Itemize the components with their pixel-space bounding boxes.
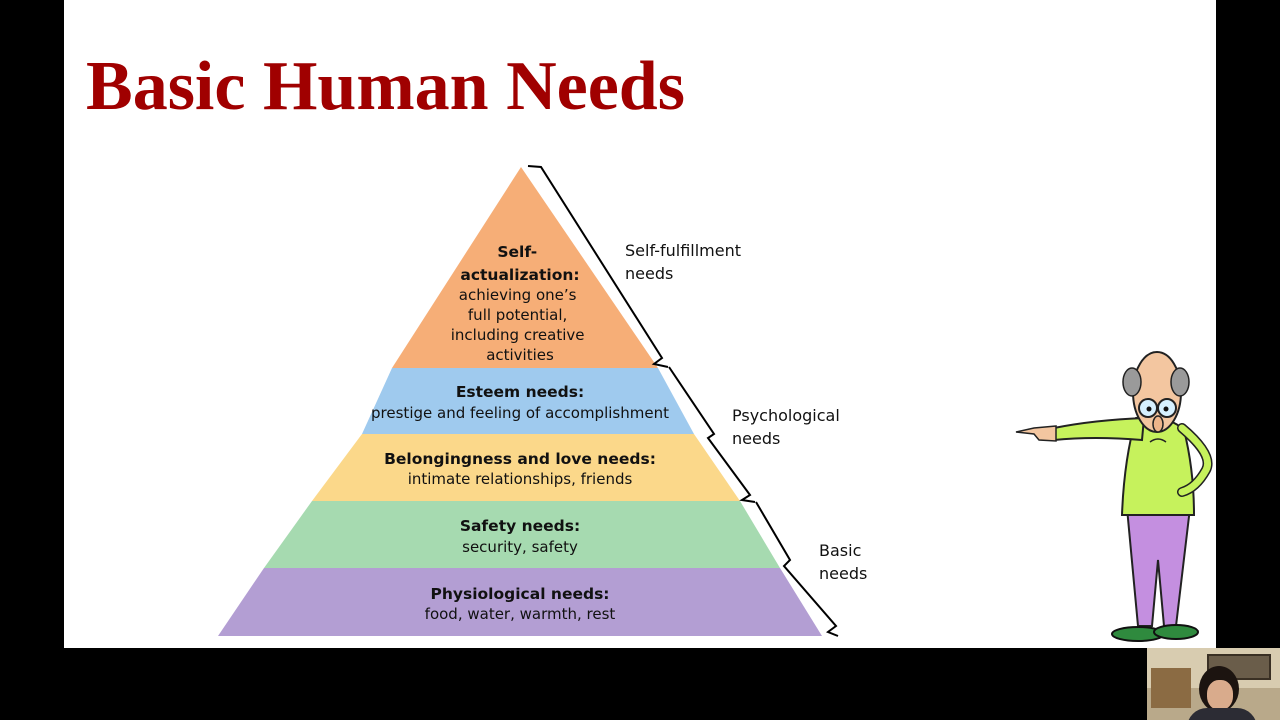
presenter-webcam-overlay xyxy=(1147,648,1280,720)
bracket-psychological-label: Psychological needs xyxy=(732,406,845,448)
bracket-self-fulfillment-line xyxy=(527,165,669,368)
presenter-face xyxy=(1207,680,1233,710)
man-hair-left xyxy=(1122,367,1142,397)
bracket-label-line: Psychological xyxy=(732,406,840,425)
level-physiological: Physiological needs: food, water, warmth… xyxy=(218,568,822,636)
man-legs xyxy=(1125,507,1192,627)
needs-pyramid-diagram: Self- actualization: achieving one’s ful… xyxy=(218,165,1213,642)
bracket-label-line: Self-fulfillment xyxy=(625,241,741,260)
level-description-line: including creative xyxy=(451,326,585,344)
level-self-actualization: Self- actualization: achieving one’s ful… xyxy=(392,167,658,368)
level-belongingness-title: Belongingness and love needs: xyxy=(384,450,656,468)
level-belongingness-shape xyxy=(312,434,740,501)
webcam-background-shelf xyxy=(1151,668,1191,708)
level-physiological-description: food, water, warmth, rest xyxy=(425,605,616,623)
slide: Basic Human Needs Self- actualization: a… xyxy=(64,0,1216,648)
bracket-basic: Basic needs xyxy=(755,501,867,637)
slide-title: Basic Human Needs xyxy=(86,48,685,125)
level-description-line: achieving one’s xyxy=(459,286,577,304)
man-mouth xyxy=(1149,438,1167,443)
man-pointing-hand xyxy=(1015,425,1057,442)
bracket-label-line: needs xyxy=(819,564,867,583)
bracket-basic-line xyxy=(755,501,839,637)
level-safety-shape xyxy=(264,501,780,568)
man-nose xyxy=(1152,415,1164,433)
man-pointing-arm xyxy=(1053,416,1146,442)
level-self-actualization-description: achieving one’s full potential, includin… xyxy=(451,286,590,364)
level-physiological-title: Physiological needs: xyxy=(431,585,610,603)
level-esteem-title: Esteem needs: xyxy=(456,383,584,401)
level-esteem: Esteem needs: prestige and feeling of ac… xyxy=(362,368,694,434)
man-arm-on-hip-sleeve xyxy=(1178,424,1211,496)
level-self-actualization-title: Self- actualization: xyxy=(460,243,579,284)
level-title-line: Self- xyxy=(497,243,537,261)
bracket-label-line: needs xyxy=(732,429,780,448)
level-self-actualization-shape xyxy=(392,167,658,368)
level-safety-description: security, safety xyxy=(462,538,578,556)
level-title-line: actualization: xyxy=(460,266,579,284)
level-belongingness-description: intimate relationships, friends xyxy=(408,470,633,488)
bracket-self-fulfillment-label: Self-fulfillment needs xyxy=(625,241,746,283)
level-safety: Safety needs: security, safety xyxy=(264,501,780,568)
man-hair-right xyxy=(1170,367,1190,397)
presenter-shirt xyxy=(1187,708,1257,720)
bracket-label-line: Basic xyxy=(819,541,861,560)
cartoon-old-man-pointing-illustration xyxy=(1015,351,1213,642)
level-esteem-shape xyxy=(362,368,694,434)
level-physiological-shape xyxy=(218,568,822,636)
bracket-psychological-line xyxy=(668,366,756,503)
level-description-line: full potential, xyxy=(468,306,567,324)
bracket-label-line: needs xyxy=(625,264,673,283)
bracket-psychological: Psychological needs xyxy=(668,366,845,503)
level-belongingness: Belongingness and love needs: intimate r… xyxy=(312,434,740,501)
level-description-line: activities xyxy=(486,346,554,364)
man-right-shoe xyxy=(1153,624,1199,640)
man-eye-right xyxy=(1163,406,1169,412)
bracket-basic-label: Basic needs xyxy=(819,541,867,583)
level-safety-title: Safety needs: xyxy=(460,517,580,535)
bracket-self-fulfillment: Self-fulfillment needs xyxy=(527,165,746,368)
level-esteem-description: prestige and feeling of accomplishment xyxy=(371,404,669,422)
man-eye-left xyxy=(1146,406,1152,412)
